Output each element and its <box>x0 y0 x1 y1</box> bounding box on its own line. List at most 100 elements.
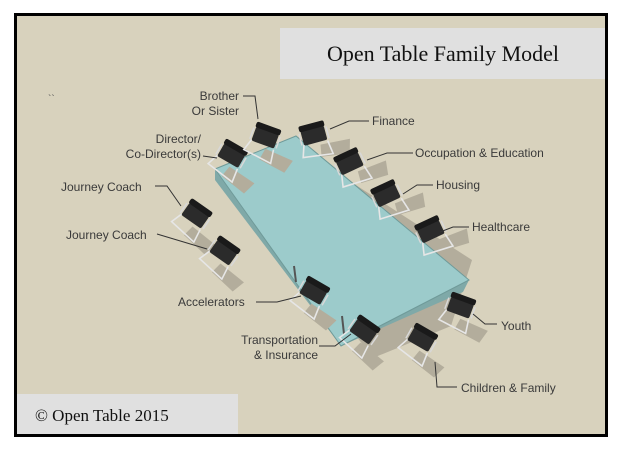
table-leg <box>341 315 345 335</box>
leader-youth <box>472 313 497 325</box>
chair-youth-arms <box>444 297 476 319</box>
chair-journey-coach-2-seat <box>209 240 237 265</box>
chair-children-back <box>413 322 439 340</box>
chair-children-arms <box>405 327 437 353</box>
chair-accelerators-shadow <box>303 303 337 331</box>
chair-children-seat <box>407 327 435 352</box>
chair-youth <box>437 291 488 343</box>
chair-journey-coach-1-seat <box>181 203 209 228</box>
chair-finance <box>298 120 350 159</box>
label-director-line2: Co-Director(s) <box>125 147 201 161</box>
chair-transportation-arms <box>347 318 379 346</box>
chair-finance-back <box>298 120 325 133</box>
leader-brother <box>243 95 259 120</box>
chair-director-back <box>223 138 249 156</box>
chair-brother-back <box>255 121 282 136</box>
chair-director-seat <box>217 143 245 168</box>
chair-healthcare <box>414 215 470 257</box>
label-journey-coach-1: Journey Coach <box>61 180 142 194</box>
chair-healthcare-base <box>421 233 455 257</box>
copyright-box-bg <box>17 394 238 434</box>
table-leg <box>293 265 297 283</box>
leader-journey-1 <box>155 185 182 207</box>
chair-finance-base <box>302 140 335 159</box>
leader-finance <box>329 120 369 130</box>
label-brother-line2: Or Sister <box>191 104 239 118</box>
chair-journey-coach-1 <box>170 198 216 255</box>
copyright-notice: © Open Table 2015 <box>35 405 169 425</box>
chair-brother-base <box>242 139 275 165</box>
leader-accelerators <box>256 295 302 303</box>
chair-housing-back <box>370 179 396 195</box>
chair-occupation-seat <box>336 152 364 175</box>
leader-housing <box>402 184 433 195</box>
chair-occupation <box>333 147 389 189</box>
chair-youth-back <box>450 291 477 306</box>
diagram-scene <box>17 16 605 434</box>
chair-transportation-back <box>357 314 381 333</box>
chair-healthcare-seat <box>417 220 445 243</box>
chair-brother <box>242 121 293 173</box>
label-transportation: Transportation & Insurance <box>219 333 318 363</box>
chair-youth-base <box>437 309 470 335</box>
chair-healthcare-back <box>414 215 440 231</box>
chair-brother-shadow <box>259 148 293 173</box>
chair-accelerators-arms <box>297 280 329 306</box>
chair-children-base <box>396 338 429 368</box>
chair-finance-arms <box>298 126 330 146</box>
leader-lines <box>155 95 497 388</box>
label-director-line1: Director/ <box>155 132 201 146</box>
leader-healthcare <box>439 226 469 233</box>
chair-housing <box>370 179 426 221</box>
label-brother-line1: Brother <box>199 89 239 103</box>
chair-brother-arms <box>249 127 281 149</box>
label-brother-or-sister: Brother Or Sister <box>187 89 239 119</box>
chair-occupation-base <box>340 165 374 189</box>
chair-transportation-base <box>338 329 369 360</box>
chair-transportation <box>338 314 384 371</box>
chair-journey-coach-1-arms <box>179 202 211 230</box>
leader-director <box>202 155 218 159</box>
chair-children <box>396 322 445 378</box>
diagram-title: Open Table Family Model <box>326 40 560 66</box>
chair-director-base <box>206 154 239 184</box>
chair-housing-base <box>377 197 411 221</box>
label-director: Director/ Co-Director(s) <box>111 132 201 162</box>
chair-transportation-seat <box>349 319 377 344</box>
chairs-group <box>170 120 488 378</box>
chair-accelerators <box>288 275 337 331</box>
chair-finance-shadow <box>320 138 350 157</box>
stray-mark: `` <box>48 94 55 105</box>
label-finance: Finance <box>372 114 415 128</box>
label-journey-coach-2: Journey Coach <box>66 228 147 242</box>
chair-journey-coach-2-back <box>217 235 241 254</box>
chair-director <box>206 138 255 194</box>
leader-transportation <box>319 333 352 347</box>
title-box-bg <box>280 28 605 79</box>
chair-occupation-back <box>333 147 359 163</box>
chair-finance-seat <box>300 125 327 146</box>
chair-journey-coach-2-arms <box>207 239 239 267</box>
label-occupation-education: Occupation & Education <box>415 146 544 160</box>
leader-children <box>434 361 457 388</box>
chair-journey-coach-1-back <box>189 198 213 217</box>
label-housing: Housing <box>436 178 481 192</box>
chair-housing-seat <box>373 184 401 207</box>
chair-occupation-shadow <box>357 160 389 184</box>
chair-children-shadow <box>411 350 445 378</box>
chair-journey-coach-2 <box>198 235 244 292</box>
label-healthcare: Healthcare <box>472 220 531 234</box>
label-children-family: Children & Family <box>461 381 556 395</box>
label-transportation-line2: & Insurance <box>253 348 318 362</box>
conference-table <box>214 135 470 347</box>
chair-housing-arms <box>371 184 403 208</box>
chair-transportation-shadow <box>352 342 384 371</box>
chair-journey-coach-1-shadow <box>184 226 216 255</box>
leader-journey-2 <box>156 233 208 250</box>
chair-journey-coach-2-shadow <box>212 263 244 292</box>
label-accelerators: Accelerators <box>178 295 245 309</box>
chair-journey-coach-2-base <box>198 250 229 281</box>
label-youth: Youth <box>501 319 532 333</box>
leader-occupation <box>366 152 413 161</box>
chair-accelerators-seat <box>299 280 327 305</box>
